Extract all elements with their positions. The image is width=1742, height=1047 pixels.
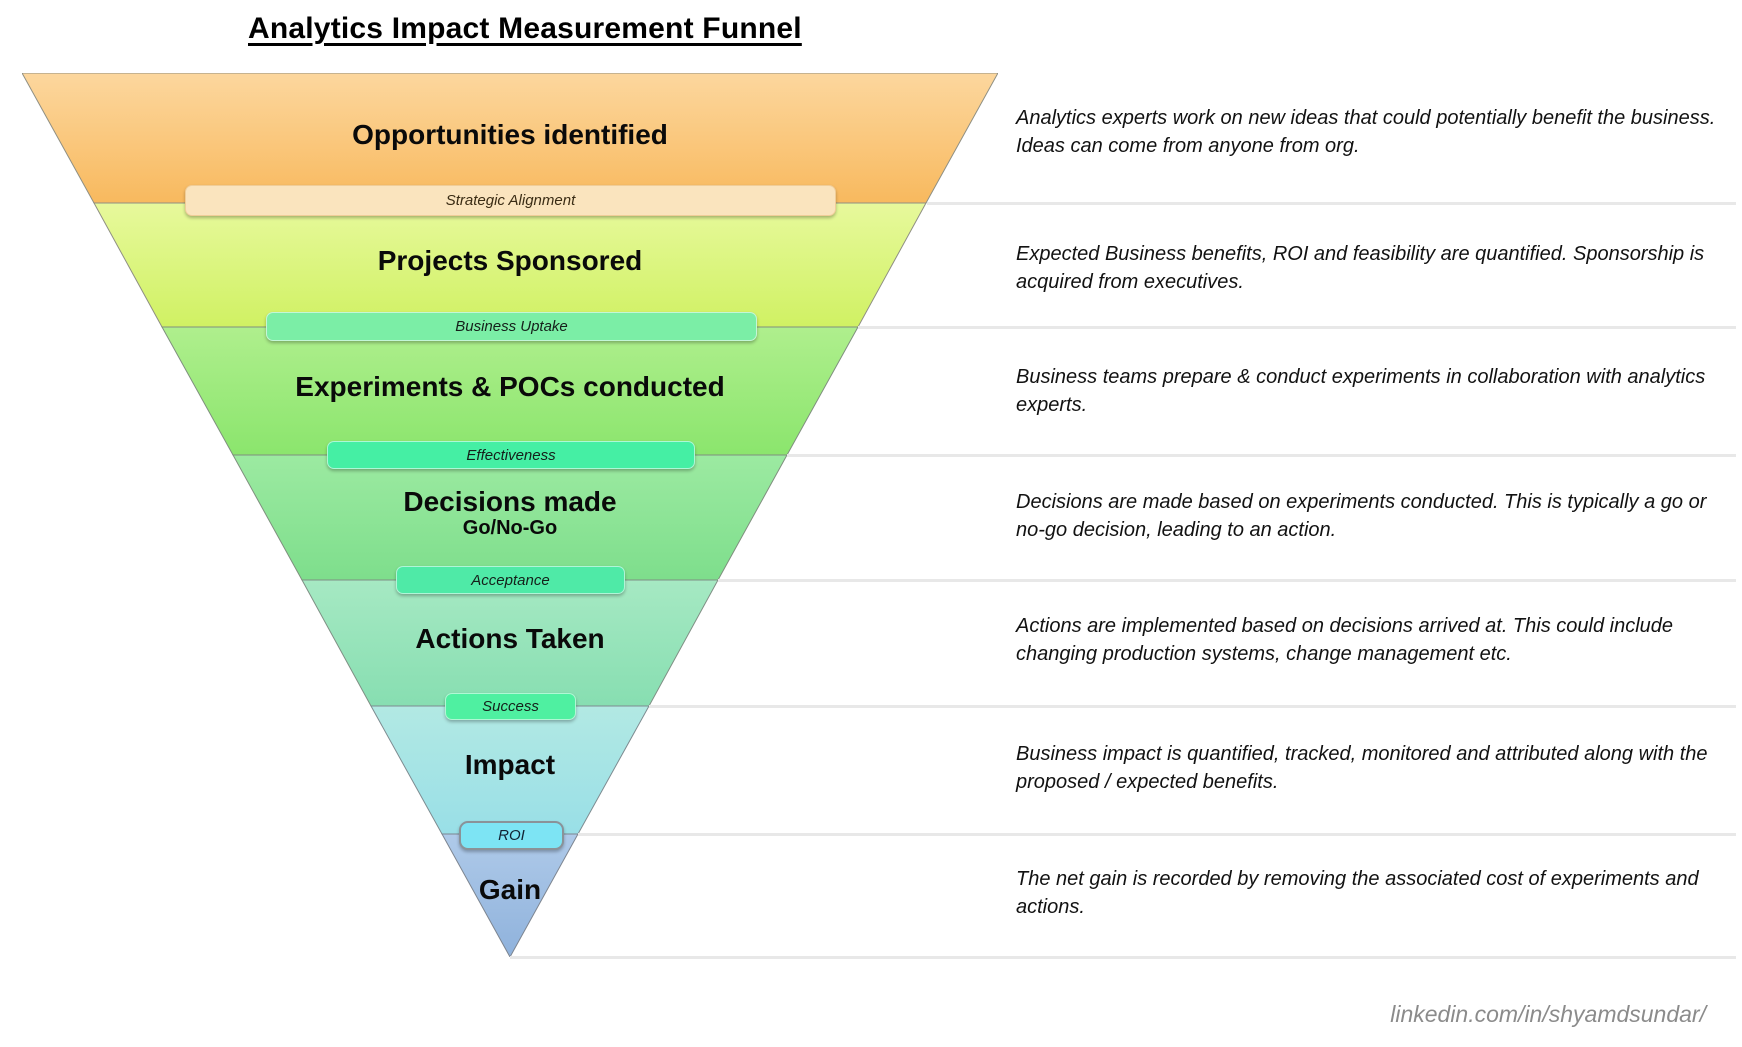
connector-label-strategic-alignment: Strategic Alignment [445,192,576,209]
stage-description-impact: Business impact is quantified, tracked, … [1016,743,1708,794]
separator-line [787,454,1736,457]
connector-bar-success: Success [445,693,576,720]
separator-line [649,705,1736,708]
separator-line [578,833,1736,836]
stage-description-gain: The net gain is recorded by removing the… [1016,868,1699,919]
connector-label-business-uptake: Business Uptake [455,318,568,335]
page-title: Analytics Impact Measurement Funnel [248,12,802,45]
funnel-shape [22,73,998,957]
funnel-diagram: Opportunities identified Projects Sponso… [22,73,998,957]
connector-bar-business-uptake: Business Uptake [266,312,757,341]
connector-label-acceptance: Acceptance [471,571,550,589]
connector-bar-strategic-alignment: Strategic Alignment [185,185,836,216]
linkedin-credit: linkedin.com/in/shyamdsundar/ [1390,1001,1706,1027]
stage-description-actions: Actions are implemented based on decisio… [1016,615,1674,666]
stage-description-decisions: Decisions are made based on experiments … [1016,491,1707,542]
connector-bar-effectiveness: Effectiveness [327,441,695,469]
stage-description-experiments: Business teams prepare & conduct experim… [1016,366,1706,417]
connector-label-roi: ROI [498,827,525,844]
stage-label-experiments: Experiments & POCs conducted [295,371,725,402]
connector-bar-acceptance: Acceptance [396,566,625,594]
stage-label-projects: Projects Sponsored [377,245,643,276]
separator-line [858,326,1736,329]
stage-label-impact: Impact [464,749,556,780]
stage-label-decisions: Decisions made [403,486,617,517]
stage-sublabel-go-no-go: Go/No-Go [462,517,558,539]
stage-description-opportunities: Analytics experts work on new ideas that… [1016,107,1716,158]
stage-description-projects: Expected Business benefits, ROI and feas… [1016,243,1705,294]
connector-bar-roi: ROI [459,821,564,850]
connector-label-success: Success [482,698,539,715]
separator-line [510,956,1736,959]
stage-label-opportunities: Opportunities identified [352,119,668,150]
separator-line [718,579,1736,582]
connector-label-effectiveness: Effectiveness [466,446,556,464]
stage-label-actions: Actions Taken [415,623,605,654]
separator-line [927,202,1736,205]
stage-label-gain: Gain [478,874,542,905]
